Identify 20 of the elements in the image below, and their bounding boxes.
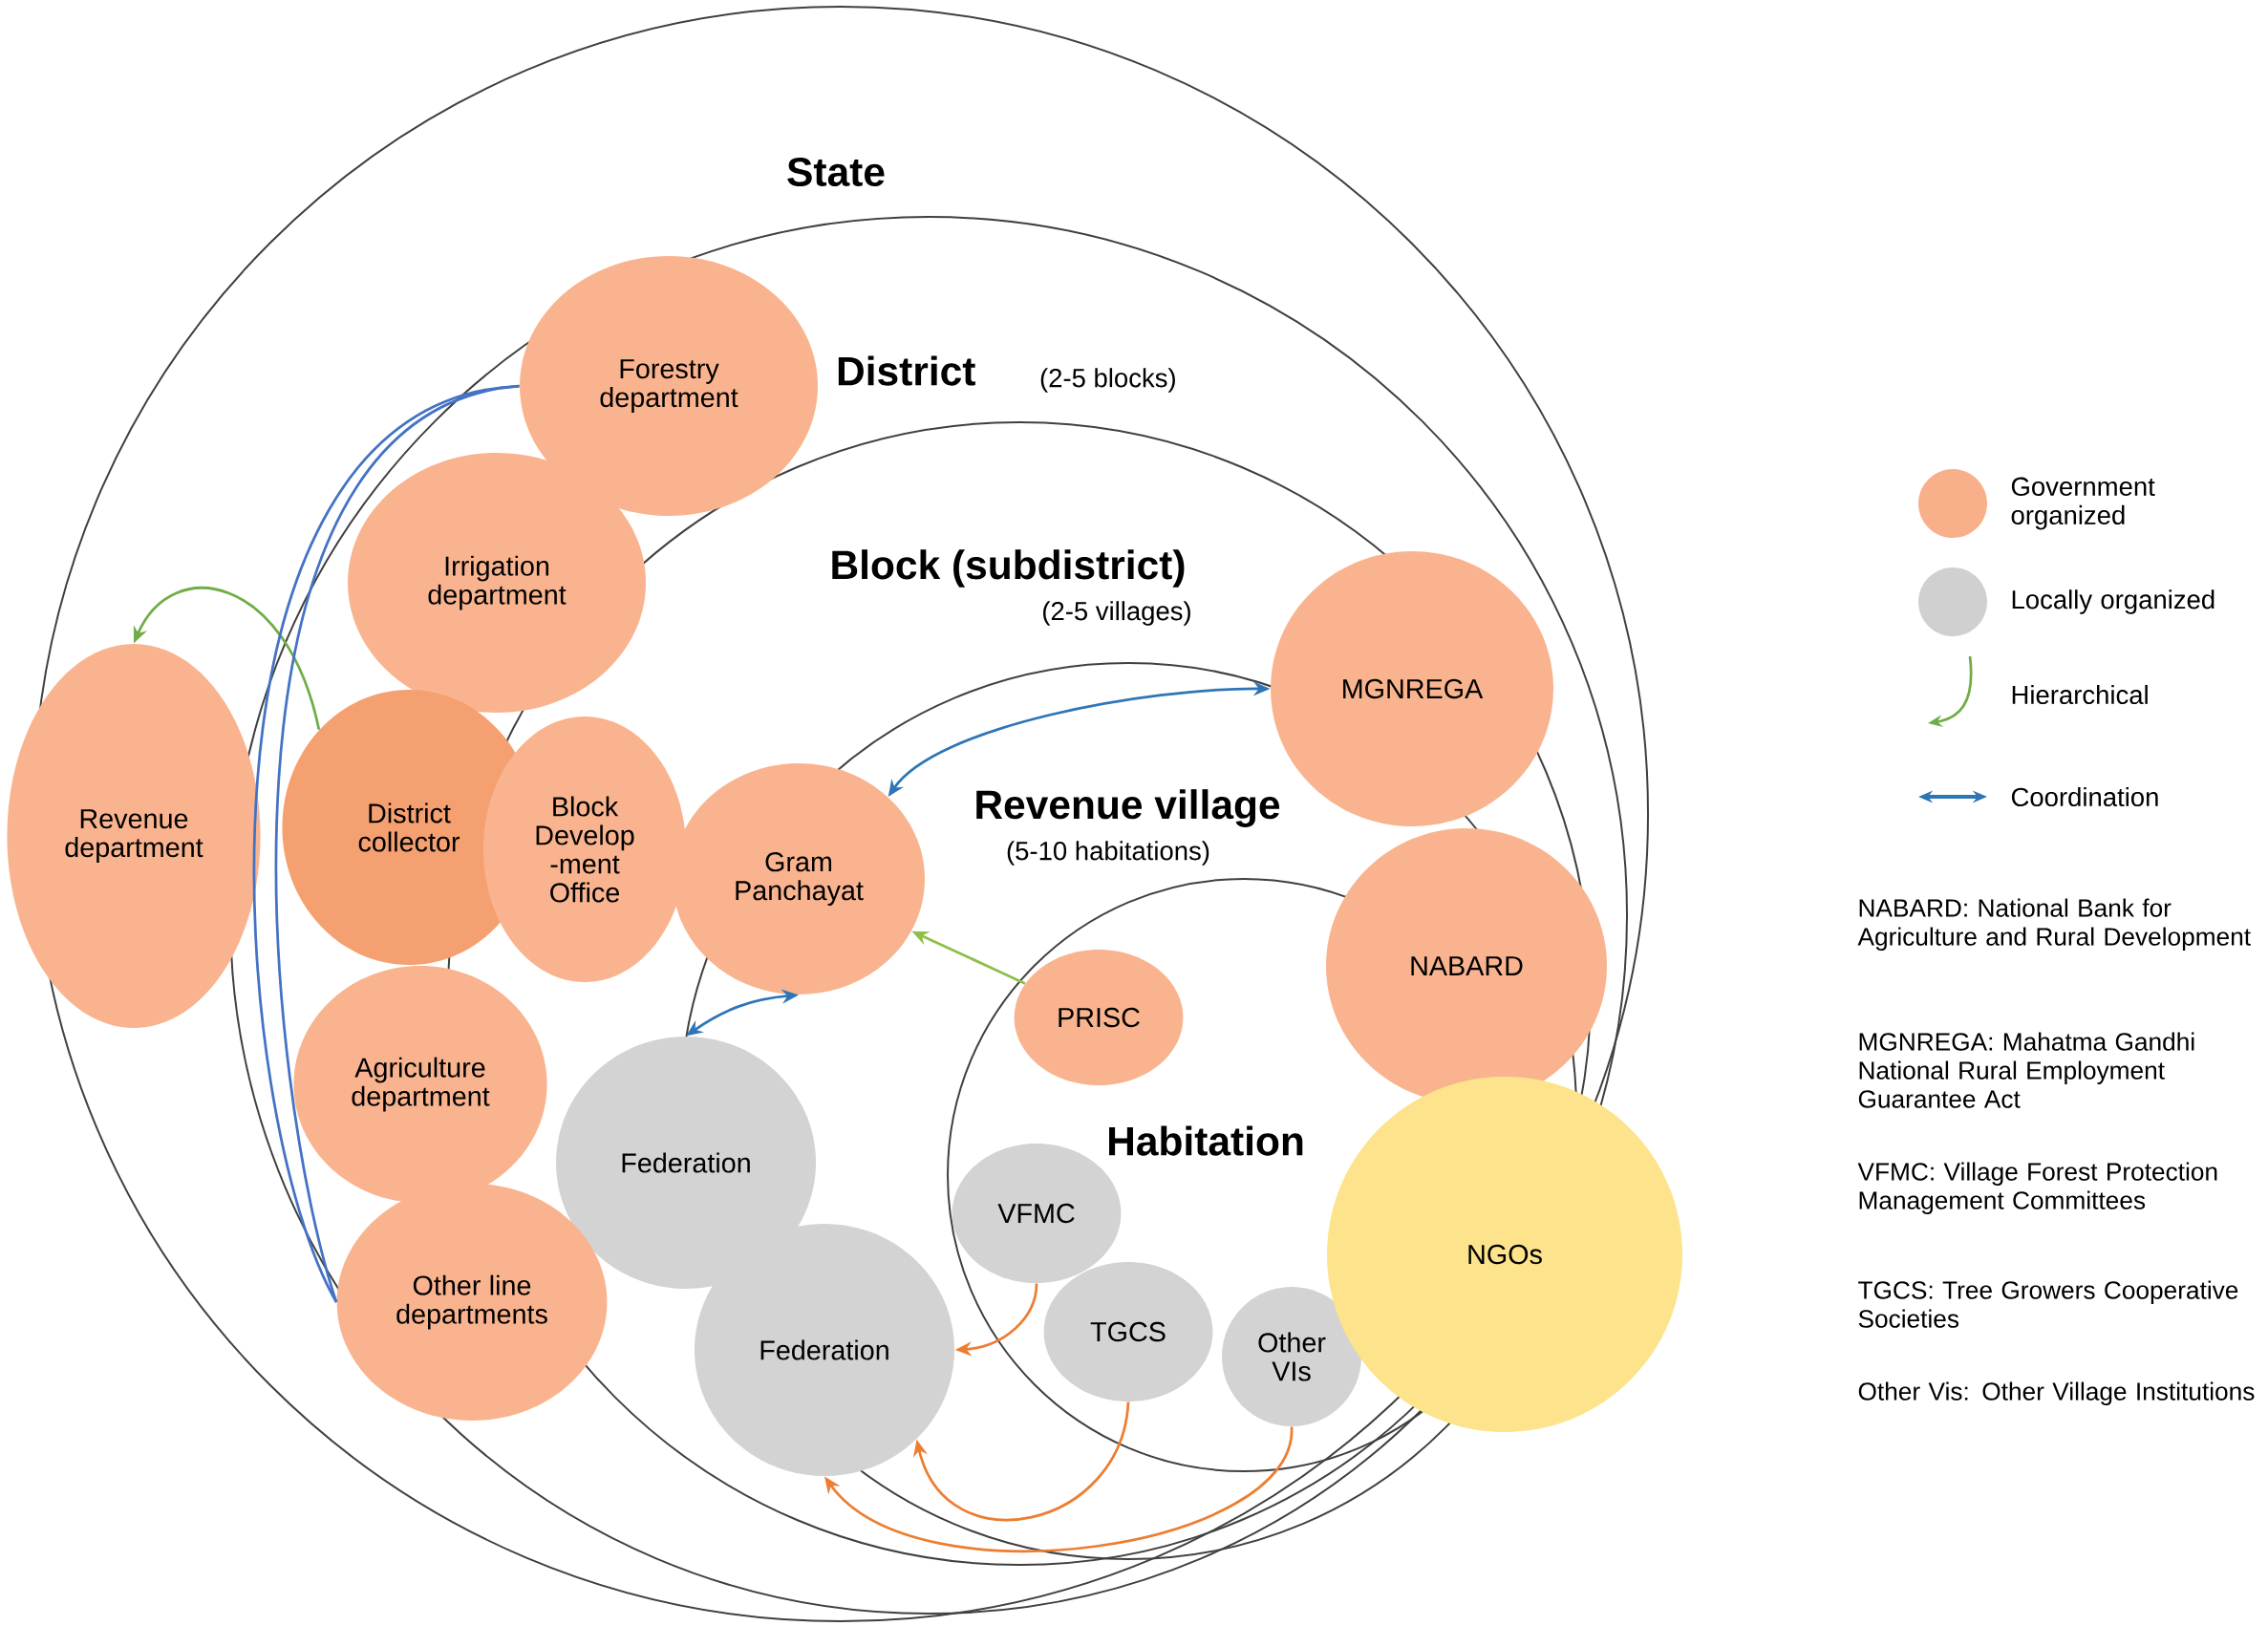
legend-label: Coordination	[2011, 786, 2158, 807]
abbreviation-note: MGNREGA: Mahatma Gandhi National Rural Employment Guarantee Act	[1858, 1032, 2194, 1108]
level-note: (2-5 villages)	[1043, 601, 1190, 626]
abbreviation-note: Other Vis: Other Village Institutions	[1858, 1381, 2255, 1405]
legend-label: Locally organized	[2012, 589, 2215, 614]
abbreviation-note: NABARD: National Bank for Agriculture and Rural Development	[1857, 898, 2251, 951]
arrow	[133, 587, 321, 731]
level-note: (2-5 blocks)	[1040, 368, 1175, 393]
arrow	[824, 1426, 1294, 1552]
legend-label: Hierarchical	[2012, 684, 2148, 705]
level-title: Block (subdistrict)	[832, 549, 1185, 588]
node-label: Other line departments	[396, 1274, 547, 1330]
abbreviation-note: TGCS: Tree Growers Cooperative Societies	[1858, 1280, 2238, 1328]
node-label: Agriculture department	[352, 1057, 490, 1112]
abbreviation-note: VFMC: Village Forest Protection Management Committees	[1857, 1162, 2217, 1214]
level-note: (5-10 habitations)	[1007, 841, 1209, 866]
level-title: District	[838, 355, 975, 386]
legend-label: Government organized	[2011, 477, 2155, 530]
level-title: State	[787, 157, 885, 187]
arrow	[913, 1401, 1130, 1522]
